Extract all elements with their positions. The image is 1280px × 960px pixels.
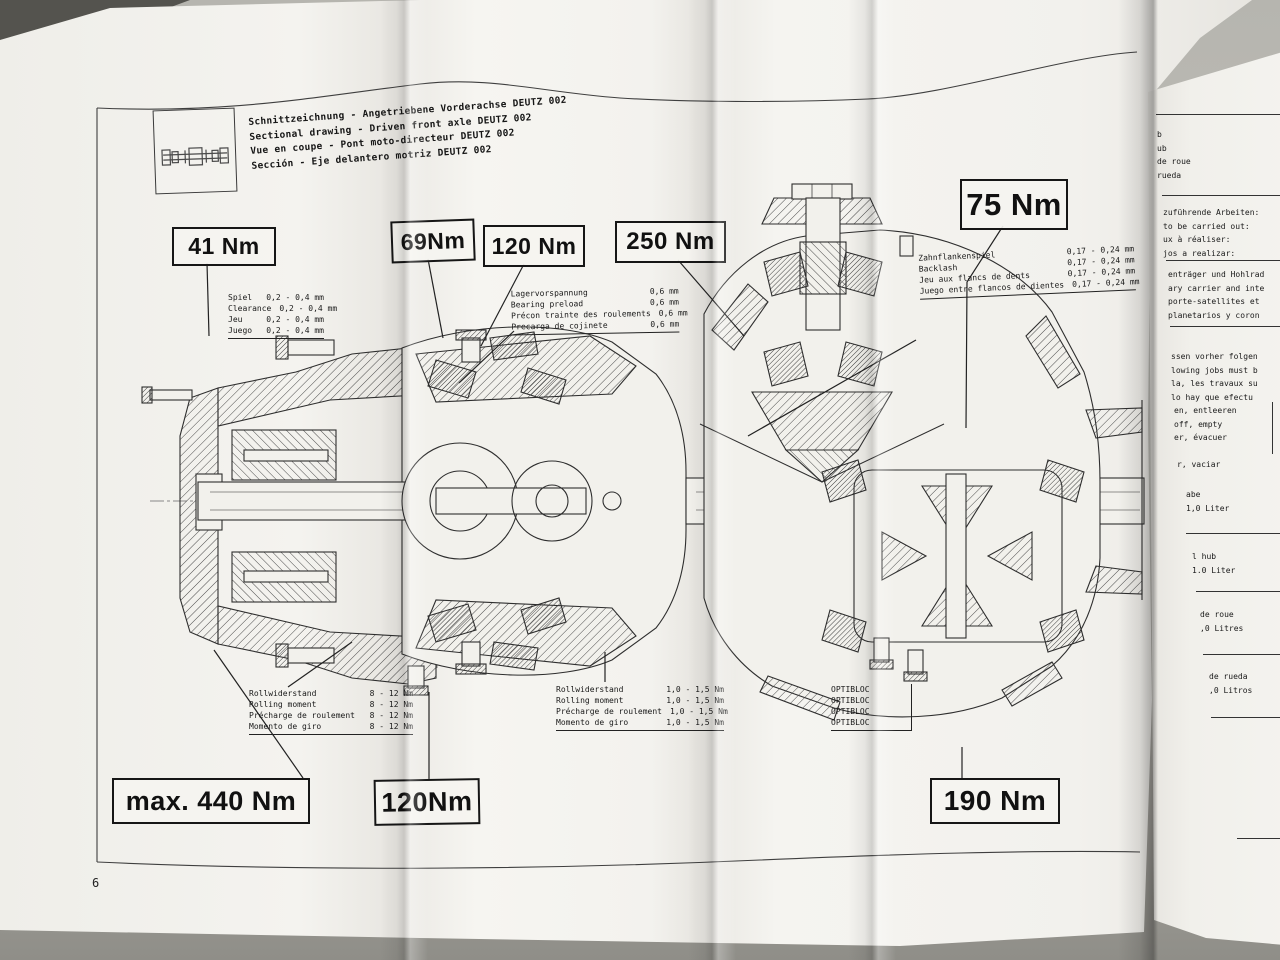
torque-label-max-440nm: max. 440 Nm bbox=[112, 778, 310, 824]
manual-next-page-edge bbox=[1148, 48, 1280, 946]
spec-label: Momento de giro bbox=[556, 718, 629, 727]
right-page-rule bbox=[1196, 591, 1280, 592]
right-page-rule bbox=[1211, 717, 1280, 718]
spec-value: 0,2 - 0,4 mm bbox=[266, 293, 324, 302]
spec-value: 0,2 - 0,4 mm bbox=[266, 326, 324, 335]
right-page-drain-block: en, entleeren off, empty er, évacuer bbox=[1174, 406, 1237, 442]
right-page-rule bbox=[1237, 838, 1280, 839]
right-page-oil-de-block: abe 1,0 Liter bbox=[1186, 490, 1230, 513]
spec-label: Clearance bbox=[228, 304, 272, 313]
spec-label: Précharge de roulement bbox=[249, 711, 355, 720]
spec-label: Jeu bbox=[228, 315, 243, 324]
torque-label-250nm: 250 Nm bbox=[615, 221, 726, 263]
right-page-table-border bbox=[1272, 402, 1273, 454]
right-page-rule bbox=[1170, 326, 1280, 327]
right-page-rule bbox=[1162, 195, 1280, 196]
spec-value: 0,6 mm bbox=[649, 286, 679, 297]
spec-label: Momento de giro bbox=[249, 722, 322, 731]
spec-value: 8 - 12 Nm bbox=[369, 711, 413, 720]
torque-label-190nm: 190 Nm bbox=[930, 778, 1060, 824]
right-page-drain-es-block: r, vaciar bbox=[1177, 460, 1221, 469]
spec-value: 0,2 - 0,4 mm bbox=[279, 304, 338, 313]
spec-label: Rolling moment bbox=[556, 696, 624, 705]
spec-value: 1,0 - 1,5 Nm bbox=[666, 685, 724, 694]
spec-label: Juego bbox=[228, 326, 253, 335]
spec-label: Rollwiderstand bbox=[556, 685, 624, 694]
optibloc-row: OPTIBLOC bbox=[831, 718, 870, 727]
optibloc-row: OPTIBLOC bbox=[831, 685, 870, 694]
optibloc-row: OPTIBLOC bbox=[831, 707, 870, 716]
right-page-rule bbox=[1166, 260, 1280, 261]
torque-label-120nm-top: 120 Nm bbox=[483, 225, 585, 267]
rolling-moment-hub-spec-table: Rollwiderstand 8 - 12 Nm Rolling moment 8 … bbox=[249, 688, 413, 735]
optibloc-row: OPTIBLOC bbox=[831, 696, 870, 705]
spec-label: Spiel bbox=[228, 293, 253, 302]
spec-value: 0,6 mm bbox=[658, 308, 688, 318]
spec-value: 8 - 12 Nm bbox=[369, 722, 413, 731]
page-number: 6 bbox=[92, 876, 100, 890]
right-page-prior-jobs-block: ssen vorher folgen lowing jobs must b la… bbox=[1171, 352, 1258, 402]
torque-label-75nm: 75 Nm bbox=[960, 179, 1068, 230]
title-icon-box bbox=[152, 107, 238, 195]
right-page-rule bbox=[1156, 114, 1280, 115]
spec-value: 0,17 - 0,24 mm bbox=[1071, 277, 1140, 290]
spec-value: 1,0 - 1,5 Nm bbox=[666, 696, 724, 705]
right-page-rule bbox=[1203, 654, 1280, 655]
spec-label: Rolling moment bbox=[249, 700, 317, 709]
torque-label-41nm: 41 Nm bbox=[172, 227, 276, 266]
right-page-rule bbox=[1186, 533, 1280, 534]
spec-label: Precarga de cojinete bbox=[511, 320, 608, 332]
spec-value: 1,0 - 1,5 Nm bbox=[669, 707, 728, 716]
spec-label: Rollwiderstand bbox=[249, 689, 317, 698]
optibloc-table: OPTIBLOC OPTIBLOC OPTIBLOC OPTIBLOC bbox=[831, 684, 912, 731]
right-page-oil-en-block: l hub 1.0 Liter bbox=[1192, 552, 1236, 575]
spec-value: 8 - 12 Nm bbox=[369, 700, 413, 709]
spec-value: 8 - 12 Nm bbox=[369, 689, 413, 698]
spec-value: 1,0 - 1,5 Nm bbox=[666, 718, 724, 727]
spec-value: 0,2 - 0,4 mm bbox=[266, 315, 324, 324]
right-page-jobs-header-block: zuführende Arbeiten: to be carried out: … bbox=[1163, 208, 1260, 258]
right-page-oil-es-block: de rueda ,0 Litros bbox=[1209, 672, 1253, 695]
right-page-carrier-block: enträger und Hohlrad ary carrier and int… bbox=[1168, 270, 1265, 320]
right-page-wheel-hub-block: b ub de roue rueda bbox=[1157, 130, 1191, 180]
front-axle-icon bbox=[161, 147, 230, 166]
right-page-oil-fr-block: de roue ,0 Litres bbox=[1200, 610, 1244, 633]
spec-value: 0,6 mm bbox=[650, 319, 680, 330]
torque-label-69nm: 69Nm bbox=[390, 218, 476, 264]
torque-label-120nm-bottom: 120Nm bbox=[373, 778, 481, 826]
rolling-moment-pinion-spec-table: Rollwiderstand 1,0 - 1,5 Nm Rolling momen… bbox=[556, 684, 728, 731]
spec-value: 0,6 mm bbox=[649, 297, 679, 308]
spec-label: Précharge de roulement bbox=[556, 707, 662, 716]
